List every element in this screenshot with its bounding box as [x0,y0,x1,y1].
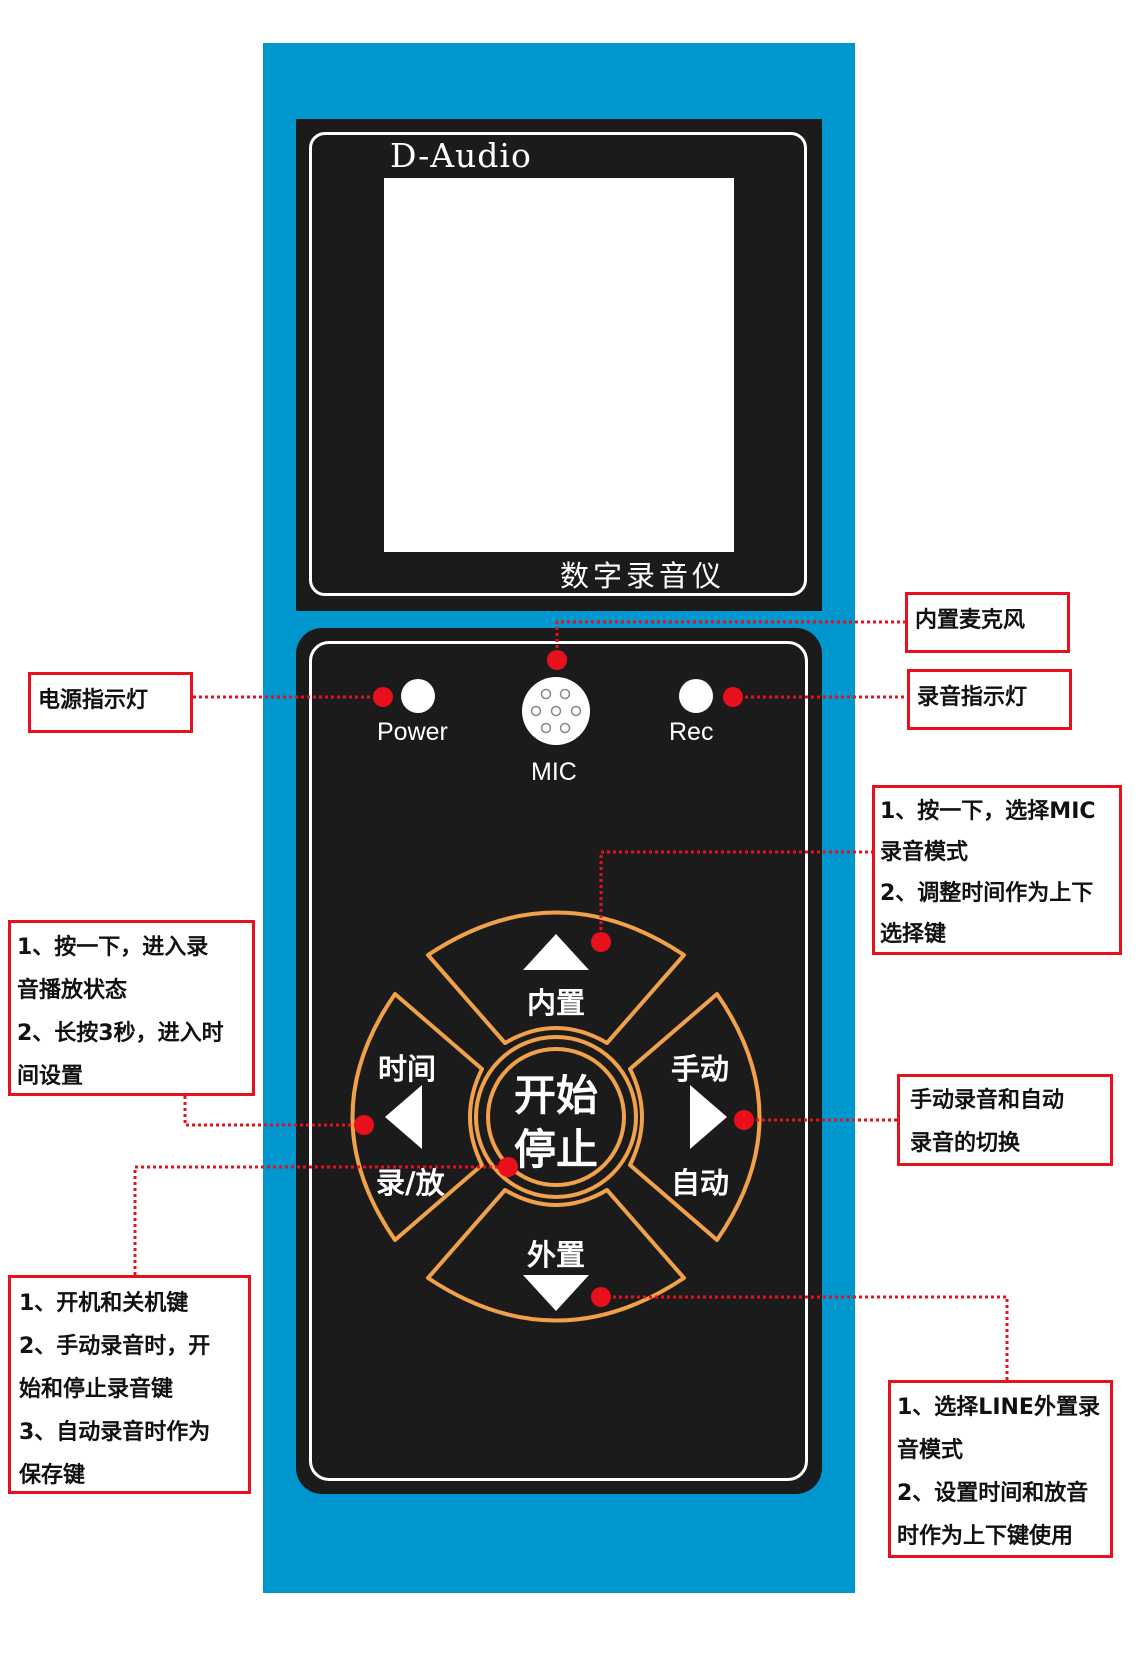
leader-dot-power [373,687,393,707]
note-line: 选择键 [880,922,947,947]
up-key-label: 内置 [527,986,586,1020]
note-line: 时作为上下键使用 [897,1524,1074,1549]
brand-logo: D-Audio [390,136,532,175]
note-line: 录音的切换 [910,1131,1021,1156]
note-left-key: 1、按一下，进入录 音播放状态 2、长按3秒，进入时 间设置 [8,920,255,1096]
microphone-icon [522,677,590,745]
control-panel-frame [309,641,808,1481]
leader-dot-mic [547,650,567,670]
note-power-led: 电源指示灯 [28,672,193,733]
control-panel [296,628,822,1494]
up-key[interactable] [426,910,686,1045]
right-arrow-icon [690,1085,727,1149]
note-line: 2、手动录音时，开 [19,1334,211,1359]
left-key-top-label: 时间 [378,1052,437,1086]
leader-dot-left [354,1115,374,1135]
note-line: 保存键 [19,1463,86,1488]
leader-mic [555,620,905,660]
mic-label: MIC [531,758,577,786]
note-rec-led: 录音指示灯 [907,669,1072,730]
leader-center [133,1165,508,1275]
leader-dot-center [498,1157,518,1177]
note-line: 1、按一下，选择MIC [880,799,1096,824]
leader-dot-rec [723,687,743,707]
note-line: 1、选择LINE外置录 [897,1395,1100,1420]
note-line: 1、开机和关机键 [19,1291,189,1316]
note-line: 电源指示灯 [38,688,149,713]
note-line: 间设置 [17,1064,84,1089]
down-key-label: 外置 [527,1238,586,1272]
note-line: 音播放状态 [17,978,128,1003]
leader-dot-right [734,1110,754,1130]
lcd-display [384,178,734,552]
note-line: 2、设置时间和放音 [897,1481,1089,1506]
right-key[interactable] [628,992,762,1242]
screen-frame [309,132,807,596]
leader-up [599,850,872,942]
up-arrow-icon [523,934,589,970]
note-right-key: 手动录音和自动 录音的切换 [897,1074,1113,1166]
power-led [401,679,435,713]
leader-left [183,1096,364,1127]
start-stop-key[interactable] [474,1035,638,1199]
device-caption: 数字录音仪 [560,559,726,593]
start-stop-label-line1: 开始 [513,1071,598,1120]
note-mic: 内置麦克风 [905,592,1070,653]
note-line: 2、调整时间作为上下 [880,881,1094,906]
note-line: 录音指示灯 [917,685,1028,710]
note-line: 3、自动录音时作为 [19,1420,211,1445]
note-line: 手动录音和自动 [910,1088,1065,1113]
right-key-bottom-label: 自动 [671,1166,730,1200]
note-line: 始和停止录音键 [19,1377,174,1402]
power-label: Power [377,718,448,746]
leader-dot-down [591,1287,611,1307]
left-key[interactable] [350,992,484,1242]
rec-led [679,679,713,713]
down-key[interactable] [426,1188,686,1323]
left-key-bottom-label: 录/放 [376,1166,445,1200]
note-line: 2、长按3秒，进入时 [17,1021,224,1046]
note-center-key: 1、开机和关机键 2、手动录音时，开 始和停止录音键 3、自动录音时作为 保存键 [8,1275,251,1494]
leader-down [601,1295,1009,1380]
note-down-key: 1、选择LINE外置录 音模式 2、设置时间和放音 时作为上下键使用 [888,1380,1113,1558]
left-arrow-icon [385,1085,422,1149]
leader-dot-up [591,932,611,952]
down-arrow-icon [523,1275,589,1311]
start-stop-label-line2: 停止 [513,1125,598,1174]
note-line: 录音模式 [880,840,969,865]
note-line: 音模式 [897,1438,964,1463]
note-line: 1、按一下，进入录 [17,935,209,960]
note-up-key: 1、按一下，选择MIC 录音模式 2、调整时间作为上下 选择键 [872,785,1122,955]
rec-label: Rec [669,718,714,746]
note-line: 内置麦克风 [915,608,1026,633]
start-stop-key-inner-ring [486,1047,626,1187]
right-key-top-label: 手动 [671,1052,730,1086]
